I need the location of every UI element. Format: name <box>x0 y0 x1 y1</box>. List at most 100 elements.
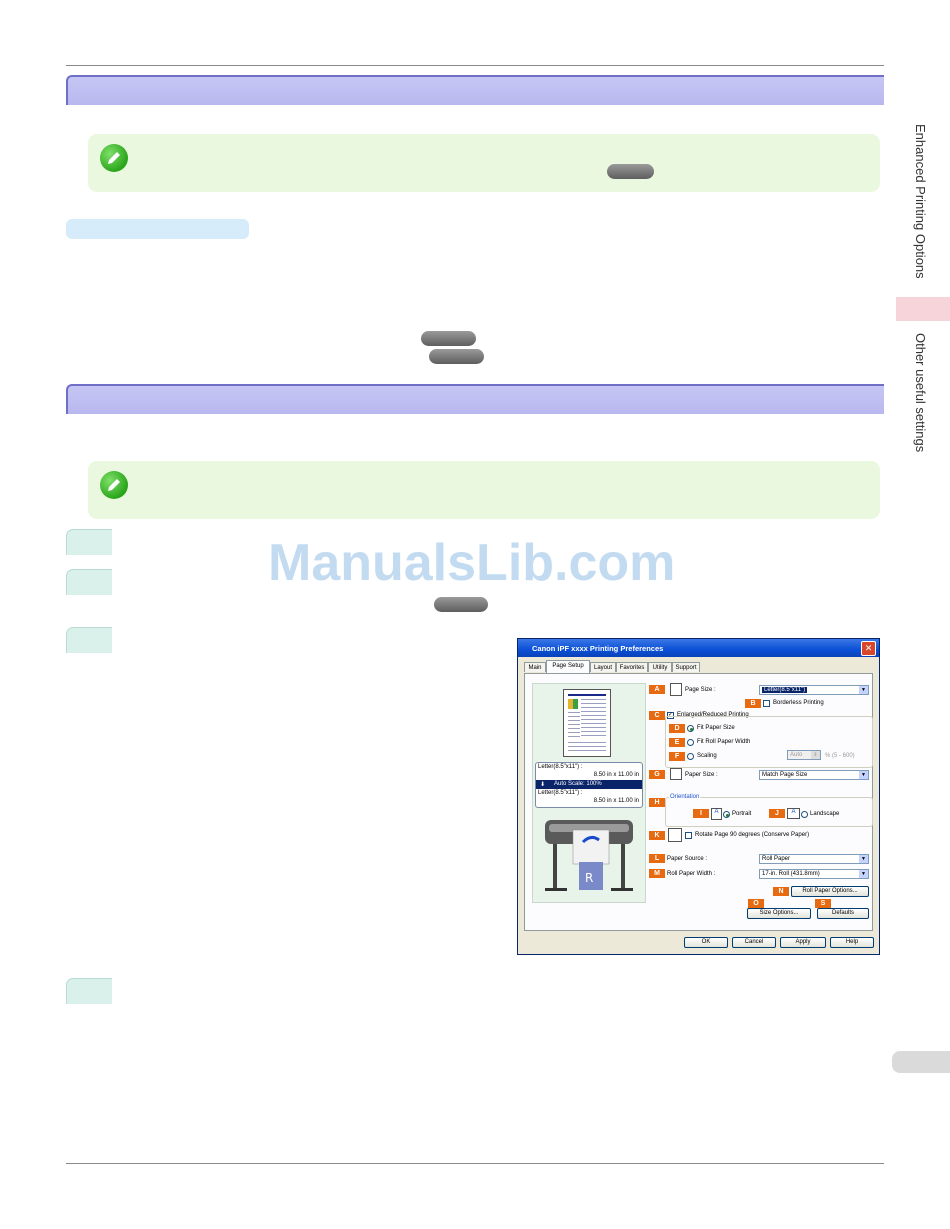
step-marker <box>66 978 112 1004</box>
printing-preferences-dialog: Canon iPF xxxx Printing Preferences ✕ Ma… <box>517 638 880 955</box>
reference-link-pill[interactable] <box>421 331 476 346</box>
down-arrow-icon: ⬇ <box>540 782 546 788</box>
preview-area: Letter(8.5"x11") : 8.50 in x 11.00 in ⬇ … <box>532 683 646 903</box>
landscape-icon: A <box>787 808 800 819</box>
roll-width-label: Roll Paper Width : <box>667 871 716 877</box>
preview-size-line: 8.50 in x 11.00 in <box>593 772 639 778</box>
tab-layout[interactable]: Layout <box>590 662 616 672</box>
reference-link-pill[interactable] <box>607 164 654 179</box>
rotate-checkbox[interactable] <box>685 832 692 839</box>
ok-button[interactable]: OK <box>684 937 728 948</box>
page-size-label: Page Size : <box>685 687 716 693</box>
scaling-label: Scaling <box>697 753 717 759</box>
svg-text:R: R <box>585 871 593 885</box>
section-heading-bar <box>66 384 884 414</box>
borderless-checkbox[interactable] <box>763 700 770 707</box>
defaults-button[interactable]: Defaults <box>817 908 869 919</box>
size-options-button[interactable]: Size Options... <box>747 908 811 919</box>
auto-scale-bar: ⬇ Auto Scale: 100% <box>536 780 642 789</box>
chevron-down-icon: ▼ <box>859 855 868 863</box>
note-box <box>88 134 880 192</box>
section-heading-bar <box>66 75 884 105</box>
tab-utility[interactable]: Utility <box>648 662 672 672</box>
tab-page-setup[interactable]: Page Setup <box>546 660 590 673</box>
callout-h: H <box>649 798 665 807</box>
paper-source-value: Roll Paper <box>762 856 791 862</box>
page-thumbnail <box>563 689 611 757</box>
footer-rule <box>66 1163 884 1164</box>
side-tab-label: Other useful settings <box>913 333 928 453</box>
tab-favorites[interactable]: Favorites <box>616 662 648 672</box>
tab-support[interactable]: Support <box>672 662 700 672</box>
printer-illustration-icon: R <box>545 820 633 891</box>
callout-j: J <box>769 809 785 818</box>
scaling-value: Auto <box>790 752 803 758</box>
preview-size-line: Letter(8.5"x11") : <box>538 764 583 770</box>
page-size-select[interactable]: Letter(8.5"x11") ▼ <box>759 685 869 695</box>
stepper-icon: ⇕ <box>811 751 820 759</box>
callout-c: C <box>649 711 665 720</box>
scaling-radio[interactable] <box>687 753 694 760</box>
callout-f: F <box>669 752 685 761</box>
step-marker <box>66 569 112 595</box>
auto-scale-text: Auto Scale: 100% <box>554 781 602 787</box>
portrait-radio[interactable] <box>723 811 730 818</box>
rotate-label: Rotate Page 90 degrees (Conserve Paper) <box>695 832 810 838</box>
page-number-tab <box>892 1051 950 1073</box>
watermark: ManualsLib.com <box>268 534 676 592</box>
fit-roll-width-radio[interactable] <box>687 739 694 746</box>
fit-roll-width-label: Fit Roll Paper Width <box>697 739 751 745</box>
callout-s: S <box>815 899 831 908</box>
paper-size-select[interactable]: Match Page Size ▼ <box>759 770 869 780</box>
subheading-bar <box>66 219 249 239</box>
reference-link-pill[interactable] <box>429 349 484 364</box>
callout-g: G <box>649 770 665 779</box>
callout-b: B <box>745 699 761 708</box>
tab-main[interactable]: Main <box>524 662 546 672</box>
enlarged-label: Enlarged/Reduced Printing <box>677 712 749 718</box>
chevron-down-icon: ▼ <box>859 686 868 694</box>
callout-i: I <box>693 809 709 818</box>
portrait-icon: A <box>711 808 722 820</box>
portrait-label: Portrait <box>732 811 752 817</box>
dialog-title: Canon iPF xxxx Printing Preferences <box>532 644 664 653</box>
note-pencil-icon <box>100 144 128 172</box>
header-rule <box>66 65 884 66</box>
roll-width-select[interactable]: 17-in. Roll (431.8mm) ▼ <box>759 869 869 879</box>
cancel-button[interactable]: Cancel <box>732 937 776 948</box>
scaling-range: % (5 - 600) <box>825 753 855 759</box>
paper-source-select[interactable]: Roll Paper ▼ <box>759 854 869 864</box>
orientation-group <box>665 797 873 827</box>
landscape-label: Landscape <box>810 811 840 817</box>
paper-size-icon <box>670 768 682 780</box>
landscape-radio[interactable] <box>801 811 808 818</box>
callout-a: A <box>649 685 665 694</box>
dialog-title-bar: Canon iPF xxxx Printing Preferences ✕ <box>518 639 879 657</box>
callout-e: E <box>669 738 685 747</box>
paper-size-label: Paper Size : <box>685 772 718 778</box>
roll-paper-options-button[interactable]: Roll Paper Options... <box>791 886 869 897</box>
enlarged-checkbox[interactable]: ✓ <box>667 712 674 719</box>
help-button[interactable]: Help <box>830 937 874 948</box>
side-tab-active <box>896 297 950 321</box>
orientation-label: Orientation <box>669 794 701 800</box>
step-marker <box>66 627 112 653</box>
callout-n: N <box>773 887 789 896</box>
side-tab-label: Enhanced Printing Options <box>913 124 928 279</box>
step-marker <box>66 529 112 555</box>
callout-d: D <box>669 724 685 733</box>
close-icon[interactable]: ✕ <box>861 641 876 656</box>
callout-l: L <box>649 854 665 863</box>
note-pencil-icon <box>100 471 128 499</box>
reference-link-pill[interactable] <box>434 597 488 612</box>
callout-m: M <box>649 869 665 878</box>
apply-button[interactable]: Apply <box>780 937 826 948</box>
scaling-input[interactable]: Auto ⇕ <box>787 750 821 760</box>
callout-o: O <box>748 899 764 908</box>
fit-paper-size-radio[interactable] <box>687 725 694 732</box>
page-setup-panel: Letter(8.5"x11") : 8.50 in x 11.00 in ⬇ … <box>524 673 873 931</box>
page-size-value: Letter(8.5"x11") <box>762 687 808 693</box>
note-box <box>88 461 880 519</box>
preview-size-line: 8.50 in x 11.00 in <box>593 798 639 804</box>
rotate-page-icon <box>668 828 682 842</box>
